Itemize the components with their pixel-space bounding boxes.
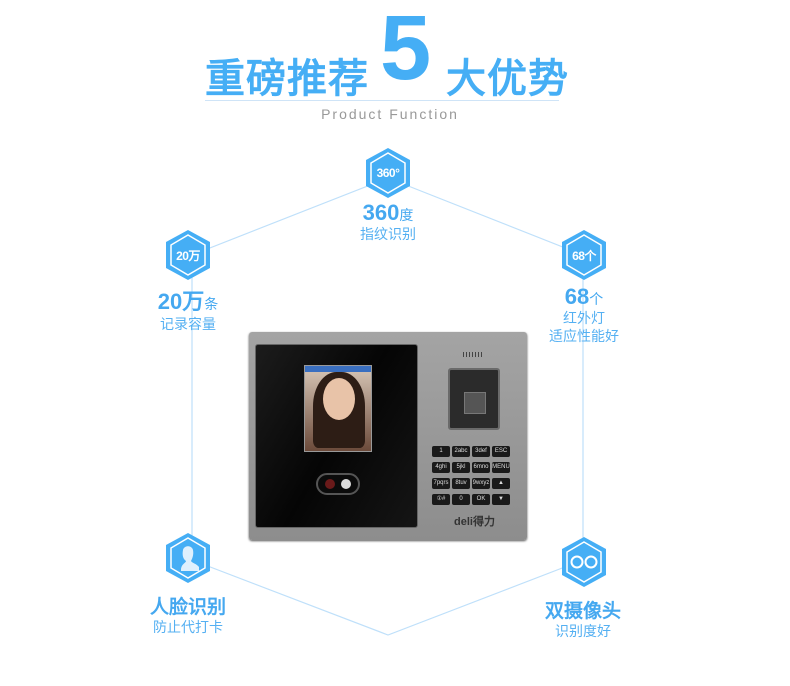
badge-360: 360° [365,147,411,199]
feature-face-recognition: 人脸识别 防止代打卡 [149,596,226,636]
keypad-key[interactable]: ▲ [492,478,510,489]
keypad-key[interactable]: 3def [472,446,490,457]
title-divider [205,100,559,101]
feature-fingerprint: 360度 指纹识别 [360,200,416,243]
keypad-key[interactable]: 9wxyz [472,478,490,489]
feature-records: 20万条 记录容量 [157,289,219,333]
title-left: 重磅推荐 [205,56,369,102]
keypad-key[interactable]: OK [472,494,490,505]
keypad-key[interactable]: 6mno [472,462,490,473]
keypad-key[interactable]: 1 [432,446,450,457]
badge-68ge: 68个 [561,229,607,281]
brand-logo: deli得力 [454,516,495,528]
subtitle: Product Function [321,106,459,122]
keypad-key[interactable]: ▼ [492,494,510,505]
keypad-key[interactable]: MENU [492,462,510,473]
speaker-grille [463,352,483,357]
fingerprint-scanner [448,368,500,430]
device-screen [304,365,372,452]
title-number: 5 [380,0,432,99]
screen-header [305,366,371,372]
camera-lens [325,479,335,489]
keypad-key[interactable]: 2abc [452,446,470,457]
person-silhouette-icon [165,532,211,584]
feature-infrared: 68个 红外灯 适应性能好 [549,284,619,345]
keypad-key[interactable]: 0 [452,494,470,505]
front-panel [255,344,418,528]
keypad-key[interactable]: 5jkl [452,462,470,473]
screen-photo-face [323,378,355,420]
dual-camera [316,473,360,495]
title-right: 大优势 [446,56,569,102]
feature-dual-camera: 双摄像头 识别度好 [544,600,621,640]
dual-camera-icon [561,536,607,588]
camera-lens [341,479,351,489]
badge-20wan: 20万 [165,229,211,281]
keypad-key[interactable]: 4ghi [432,462,450,473]
fingerprint-sensor [464,392,486,414]
keypad-key[interactable]: ESC [492,446,510,457]
keypad-key[interactable]: 7pqrs [432,478,450,489]
keypad-key[interactable]: 8tuv [452,478,470,489]
keypad-key[interactable]: ①# [432,494,450,505]
